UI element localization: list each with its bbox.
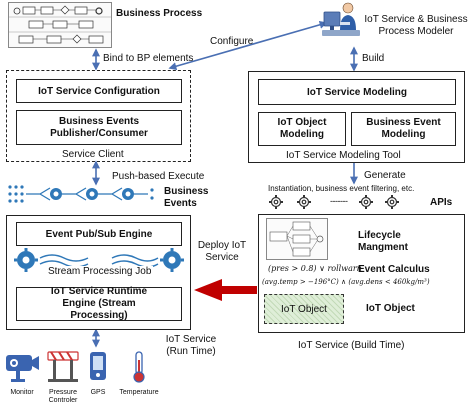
buildtime-service-label: IoT Service (Build Time) bbox=[298, 340, 405, 351]
device-monitor: Monitor bbox=[2, 350, 42, 404]
device-temperature: Temperature bbox=[114, 350, 164, 404]
configure-arrow bbox=[168, 20, 328, 71]
service-client-label: Service Client bbox=[62, 149, 124, 160]
business-event-modeling-box: Business Event Modeling bbox=[351, 112, 456, 146]
device-label: Pressure Controler bbox=[48, 389, 78, 404]
device-pressure-controller: Pressure Controler bbox=[42, 350, 84, 406]
api-gears bbox=[268, 194, 408, 210]
pressure-controller-icon bbox=[47, 351, 79, 382]
runtime-service-label: IoT Service (Run Time) bbox=[165, 334, 217, 357]
apis-label: APIs bbox=[430, 197, 453, 208]
build-label: Build bbox=[362, 53, 385, 64]
iot-object-label: IoT Object bbox=[366, 303, 415, 314]
business-process-label: Business Process bbox=[116, 8, 203, 19]
lifecycle-label: Lifecycle Mangment bbox=[358, 230, 408, 253]
event-stream-icon bbox=[6, 182, 156, 206]
push-execute-label: Push-based Execute bbox=[112, 171, 205, 182]
thermometer-icon bbox=[133, 351, 145, 383]
event-pubsub-engine-box: Event Pub/Sub Engine bbox=[16, 222, 182, 246]
device-label: Temperature bbox=[119, 389, 159, 396]
generate-detail-label: Instantiation, business event filtering,… bbox=[268, 184, 415, 193]
service-configuration-box: IoT Service Configuration bbox=[16, 79, 182, 103]
lifecycle-diagram bbox=[266, 218, 328, 260]
modeler-person-icon bbox=[320, 0, 362, 40]
modeling-tool-label: IoT Service Modeling Tool bbox=[286, 150, 401, 161]
event-calculus-label: Event Calculus bbox=[358, 264, 430, 275]
formula-2: (avg.temp > −196°C) ∧ (avg.dens < 460kg/… bbox=[262, 278, 430, 286]
api-dashes: ------- bbox=[330, 196, 348, 206]
business-events-pubsub-box: Business Events Publisher/Consumer bbox=[16, 110, 182, 145]
stream-processing-job-label: Stream Processing Job bbox=[46, 266, 154, 277]
modeler-label: IoT Service & Business Process Modeler bbox=[364, 14, 468, 37]
bind-label: Bind to BP elements bbox=[103, 53, 194, 64]
formula-1: (pres > 0.8) ∨ rollwarn bbox=[268, 264, 362, 273]
runtime-engine-box: IoT Service Runtime Engine (Stream Proce… bbox=[16, 286, 182, 321]
business-events-label: Business Events bbox=[164, 186, 209, 209]
device-gps: GPS bbox=[84, 350, 112, 404]
service-modeling-box: IoT Service Modeling bbox=[258, 79, 456, 105]
deploy-arrow bbox=[194, 279, 257, 301]
device-label: Monitor bbox=[10, 389, 34, 396]
camera-icon bbox=[6, 355, 39, 382]
iot-object-inner-box: IoT Object bbox=[264, 294, 344, 324]
configure-label: Configure bbox=[210, 36, 254, 47]
stream-processing-icons bbox=[12, 248, 187, 278]
device-label: GPS bbox=[90, 389, 106, 396]
gps-icon bbox=[90, 352, 106, 380]
deploy-label: Deploy IoT Service bbox=[197, 240, 247, 263]
service-client-container bbox=[6, 70, 191, 162]
generate-label: Generate bbox=[364, 170, 406, 181]
business-process-diagram bbox=[8, 2, 112, 48]
object-modeling-box: IoT Object Modeling bbox=[258, 112, 346, 146]
